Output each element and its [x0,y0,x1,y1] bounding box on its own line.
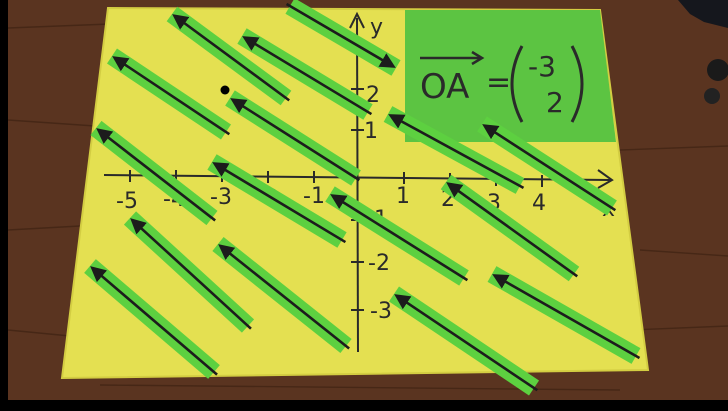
arrow-line [96,128,216,222]
equals-sign: = [486,65,511,100]
arrow-strip [440,174,580,282]
point-a-dot [220,85,230,95]
arrow-strips [84,0,641,396]
arrow-line [388,114,525,190]
arrow-strip [383,106,525,194]
y-tick-label: 2 [366,83,380,108]
y-axis-label: y [370,15,383,40]
right-paren [570,45,584,123]
vector-name: OA [420,67,469,107]
dark-objects [678,0,728,104]
arrow-line [330,194,469,282]
dark-object [704,88,720,104]
arrow-strip [285,0,401,76]
arrow-line [394,294,539,392]
x-tick-label: -3 [210,185,232,210]
dark-object [707,59,728,81]
x-tick-label: 1 [396,184,410,209]
arrow-strip [388,286,540,396]
arrow-strip [123,211,255,333]
formula-card [405,10,616,142]
y-tick-label: 1 [364,119,378,144]
vector-bottom-component: 2 [546,86,564,119]
arrow-line [90,266,218,376]
arrow-strip [487,266,641,364]
x-axis-arrowhead [597,169,614,189]
arrow-strip [166,6,292,106]
arrow-line [492,274,641,360]
arrow-strip [477,116,617,216]
arrow-strip [90,120,218,226]
vector-overline-arrowhead [471,50,485,66]
arrow-strip [325,186,469,286]
y-axis [356,17,359,353]
arrow-line [212,162,347,244]
arrow-line [172,14,290,102]
cloth-corner [678,0,728,28]
arrow-line [230,98,361,182]
left-paren [510,45,524,123]
y-axis-arrowhead [349,11,365,29]
arrow-line [446,182,579,278]
y-tick-label: -2 [368,251,390,276]
arrow-strip [212,236,352,354]
arrow-strip [207,154,347,248]
vector-top-component: -3 [528,50,556,83]
x-tick-label: 4 [532,191,546,216]
arrow-line [218,244,350,350]
arrow-strip [84,259,220,379]
x-tick-label: -1 [303,184,325,209]
arrow-line [242,36,373,116]
vector-formula: OA = -3 2 [420,45,584,123]
arrow-strip [237,28,373,120]
wood-grain [7,23,728,391]
y-tick-label: -3 [370,299,392,324]
arrow-line [112,56,231,136]
arrow-line [130,218,252,330]
arrow-line [482,124,617,212]
arrow-strip [225,90,361,186]
arrow-line [285,2,396,68]
arrow-strip [107,48,231,140]
x-tick-label: -5 [116,189,138,214]
